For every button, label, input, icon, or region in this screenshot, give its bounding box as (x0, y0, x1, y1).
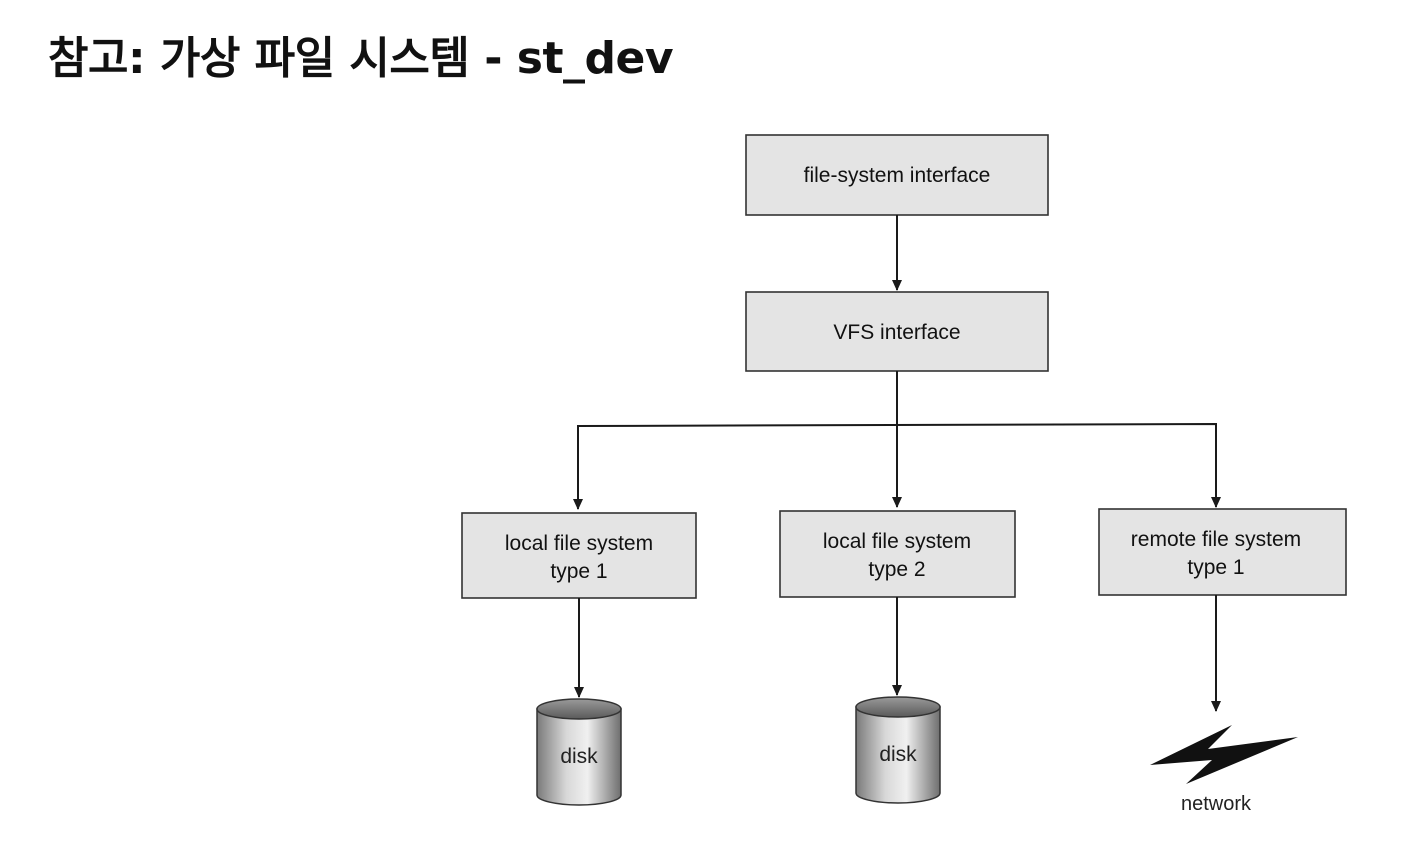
vfs-branch-line (577, 422, 1217, 507)
local-file-system-type-2-box: local file system type 2 (779, 510, 1016, 598)
fs-box-2-line-2: type 2 (868, 558, 925, 581)
remote-file-system-type-1-box: remote file system type 1 (1098, 508, 1347, 596)
vfs-interface-box: VFS interface (745, 291, 1049, 372)
file-system-interface-box: file-system interface (745, 134, 1049, 216)
local-file-system-type-1-box: local file system type 1 (461, 512, 697, 599)
disk-2-label: disk (879, 743, 917, 766)
disk-icon: disk (855, 696, 941, 804)
fs-box-2-line-1: local file system (823, 530, 971, 553)
fs-box-3-line-2: type 1 (1187, 556, 1244, 579)
vfs-interface-label: VFS interface (833, 321, 960, 344)
fs-box-1-line-2: type 1 (550, 560, 607, 583)
fs-box-3-line-1: remote file system (1131, 528, 1301, 551)
fs-box-1-line-1: local file system (505, 532, 653, 555)
network-label: network (1181, 793, 1252, 815)
page-title: 참고: 가상 파일 시스템 - st_dev (48, 33, 674, 84)
file-system-interface-label: file-system interface (804, 164, 991, 187)
disk-icon: disk (536, 698, 622, 806)
disk-1-label: disk (560, 745, 598, 768)
network-bolt-icon: network (1150, 725, 1298, 815)
